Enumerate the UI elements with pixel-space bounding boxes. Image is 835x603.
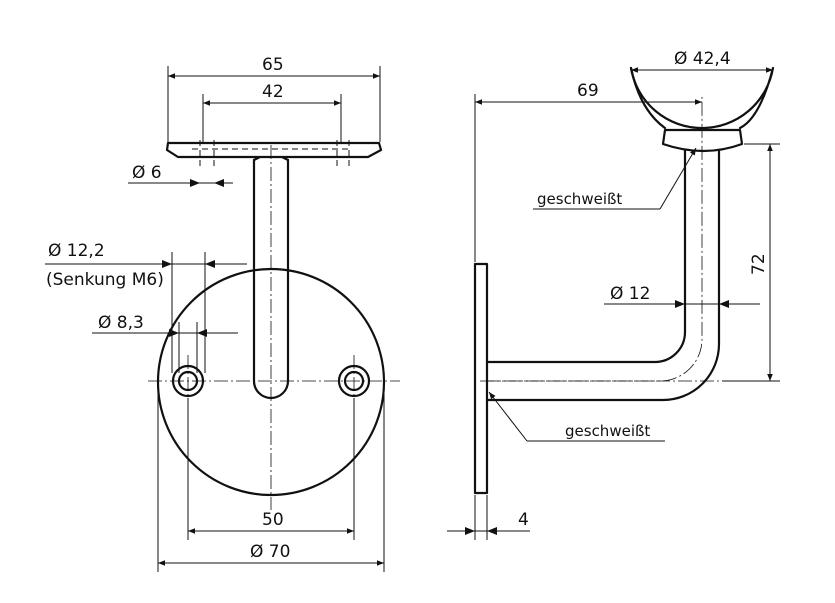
side-base-plate — [473, 262, 489, 495]
bent-tube-inner — [485, 148, 687, 364]
bent-tube-outer — [485, 148, 721, 402]
countersink-note: (Senkung M6) — [46, 270, 164, 290]
dim-text-42: 42 — [262, 82, 284, 102]
weld-leader-top — [659, 147, 697, 210]
dim-text-d70: Ø 70 — [250, 542, 290, 562]
dim-text-d8-3: Ø 8,3 — [98, 313, 144, 333]
dim-text-65: 65 — [262, 55, 284, 75]
tube-centerline — [487, 96, 703, 382]
side-view: Ø 42,4 69 geschweißt 72 Ø 12 geschweißt … — [447, 49, 780, 540]
saddle-base — [661, 128, 744, 153]
dim-text-4: 4 — [518, 510, 529, 530]
weld-leader-bottom — [488, 391, 528, 442]
saddle-bowl — [629, 66, 775, 130]
weld-label-top: geschweißt — [537, 190, 622, 208]
weld-label-bottom: geschweißt — [565, 422, 650, 440]
dim-text-69: 69 — [577, 81, 599, 101]
front-view: 65 42 Ø 6 Ø 12,2 (Senkung M6) Ø 8,3 50 — [45, 55, 400, 572]
top-saddle-plate — [165, 141, 383, 162]
dim-text-d42-4: Ø 42,4 — [674, 49, 731, 69]
dim-text-d6: Ø 6 — [132, 163, 162, 183]
dim-text-d12: Ø 12 — [610, 284, 650, 304]
dim-text-72: 72 — [749, 253, 769, 275]
saddle-bowl-left — [629, 66, 667, 130]
dim-text-50: 50 — [262, 510, 284, 530]
dim-text-d12-2: Ø 12,2 — [48, 241, 105, 261]
